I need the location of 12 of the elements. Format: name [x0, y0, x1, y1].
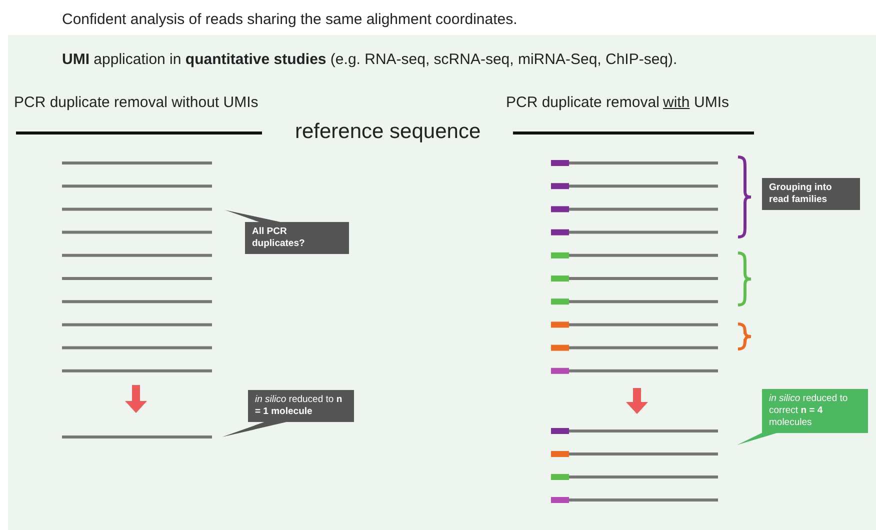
- intro-text: Confident analysis of reads sharing the same alighment coordinates.: [62, 11, 518, 28]
- callout-box: [762, 178, 860, 210]
- callout-text: in silico reduced to n = 1 molecule: [255, 394, 344, 418]
- emphasis-word: with: [663, 94, 690, 111]
- callout-text: All PCR duplicates?: [252, 226, 306, 250]
- reference-label: reference sequence: [295, 120, 481, 144]
- application-text: UMI application in quantitative studies (e.g. RNA-seq, scRNA-seq, miRNA-Seq, ChIP-seq).: [62, 51, 678, 68]
- callout-text: in silico reduced to correct n = 4 molecules: [769, 393, 849, 429]
- callout-text: Grouping into read families: [769, 182, 833, 206]
- panel-heading: PCR duplicate removal without UMIs: [14, 94, 258, 111]
- panel-heading: PCR duplicate removal: [506, 94, 660, 111]
- panel-heading: UMIs: [694, 94, 729, 111]
